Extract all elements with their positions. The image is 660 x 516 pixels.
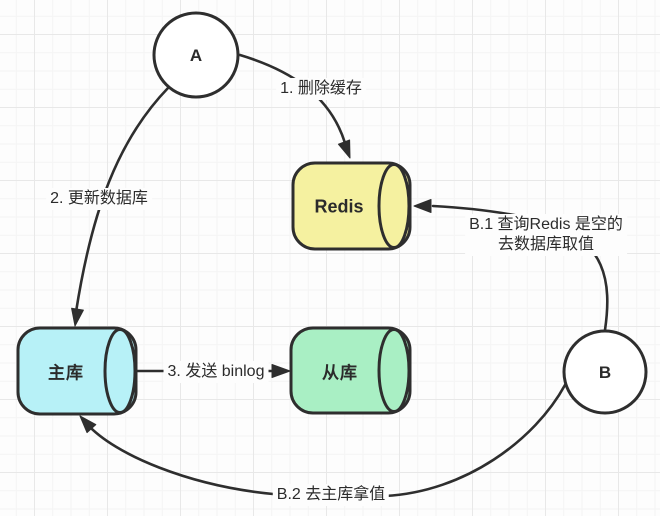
actor-b-label: B	[598, 363, 612, 382]
edge-label-query-redis: B.1 查询Redis 是空的 去数据库取值	[465, 214, 627, 256]
redis-label: Redis	[314, 196, 364, 217]
redis-cylinder-cap	[377, 163, 411, 249]
arrowhead-query-redis	[413, 199, 432, 213]
master-db-cylinder-cap	[103, 328, 137, 414]
actor-a-label: A	[189, 46, 203, 65]
edge-label-send-binlog: 3. 发送 binlog	[163, 361, 269, 383]
actor-a-circle	[152, 11, 240, 99]
edge-update-db	[74, 86, 170, 314]
arrowhead-update-db	[71, 307, 84, 327]
redis-cylinder	[291, 161, 412, 251]
edge-label-query-redis-line2: 去数据库取值	[497, 236, 595, 253]
arrowhead-fetch-master	[79, 415, 97, 434]
edge-fetch-master-right	[383, 383, 567, 498]
arrowhead-delete-cache	[337, 139, 351, 159]
edge-label-update-db: 2. 更新数据库	[46, 188, 152, 210]
edge-label-fetch-master: B.2 去主库拿值	[272, 484, 390, 506]
edge-label-query-redis-line1: B.1 查询Redis 是空的	[469, 216, 623, 233]
actor-b-circle	[562, 329, 648, 415]
slave-db-cylinder	[289, 326, 412, 415]
slave-db-label: 从库	[322, 363, 358, 383]
edge-fetch-master-left	[85, 422, 275, 496]
master-db-label: 主库	[48, 363, 84, 383]
slave-db-cylinder-cap	[377, 328, 411, 413]
arrowhead-send-binlog	[271, 364, 291, 378]
diagram-strokes	[16, 11, 648, 498]
master-db-cylinder	[16, 326, 138, 416]
edge-label-delete-cache: 1. 删除缓存	[276, 78, 366, 100]
